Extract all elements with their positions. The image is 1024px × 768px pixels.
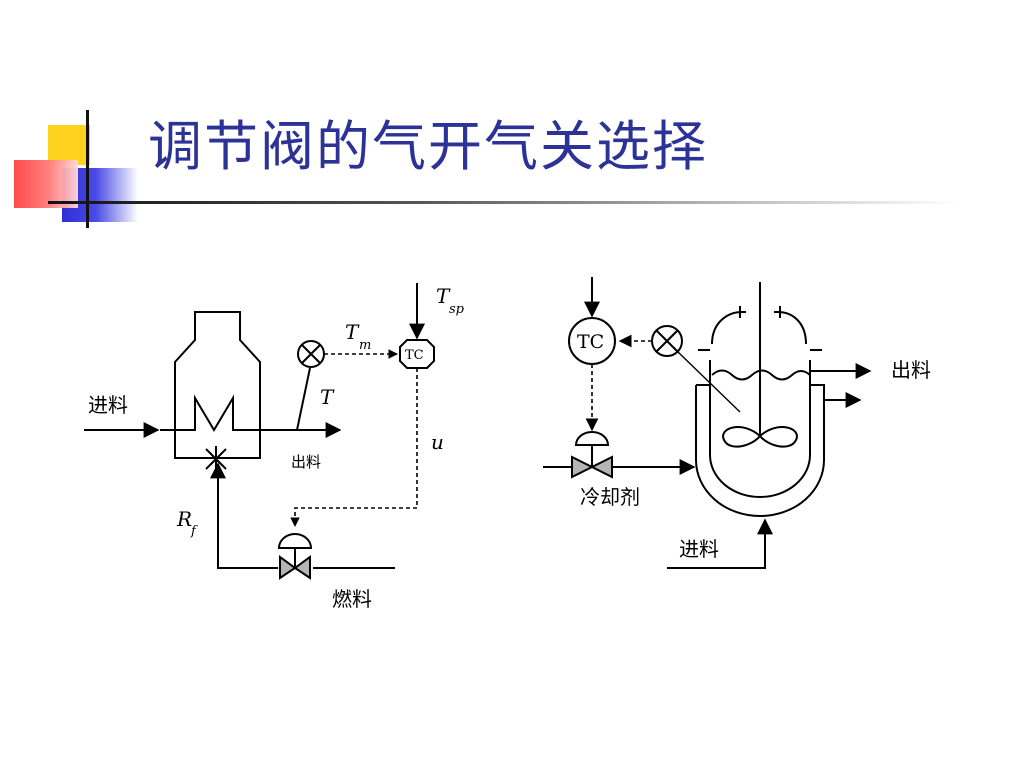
svg-text:R: R: [176, 507, 192, 531]
deco-yellow-square: [48, 125, 90, 165]
svg-text:m: m: [359, 338, 371, 353]
fuel-to-burner-line: [210, 462, 278, 569]
svg-text:T: T: [436, 284, 451, 308]
impeller-icon: [722, 426, 798, 448]
liquid-surface: [711, 369, 811, 381]
furnace-feed-in-label: 进料: [88, 393, 128, 417]
reactor-feed-in-line: [667, 518, 773, 569]
deco-vertical-line: [86, 110, 89, 228]
reactor-controller-label: TC: [577, 331, 604, 353]
reactor-dome-left: [711, 311, 746, 345]
fuel-control-valve: [277, 533, 313, 580]
symbol-Rf: R f: [176, 507, 198, 539]
reactor-diagram: [543, 277, 872, 569]
furnace-product-out-label: 出料: [291, 453, 321, 471]
deco-red-square: [14, 160, 78, 208]
symbol-Tsp: T sp: [436, 284, 465, 317]
reactor-jacket: [695, 384, 825, 517]
fuel-label: 燃料: [332, 587, 372, 611]
sensor-line: [296, 367, 311, 431]
title-rule: [48, 201, 960, 204]
reactor-feed-in-label: 进料: [679, 537, 719, 561]
furnace-body: [174, 311, 261, 459]
furnace-controller: [399, 339, 435, 369]
reactor-product-out-label: 出料: [891, 358, 931, 382]
svg-text:T: T: [345, 320, 360, 344]
symbol-T: T: [320, 385, 335, 409]
coolant-label: 冷却剂: [580, 485, 640, 509]
heating-coil: [160, 394, 260, 432]
symbol-Tm: T m: [345, 320, 371, 353]
coolant-control-valve: [571, 431, 613, 479]
furnace-controller-label: TC: [405, 348, 424, 363]
furnace-diagram: [84, 283, 435, 580]
svg-text:f: f: [190, 524, 198, 539]
controller-output-line: [290, 368, 418, 527]
svg-text:sp: sp: [449, 302, 465, 317]
reactor-dome-right: [774, 311, 807, 345]
reactor-sensor-line: [677, 351, 741, 413]
symbol-u: u: [431, 430, 444, 454]
reactor-vessel: [709, 360, 811, 498]
slide-title: 调节阀的气开气关选择: [148, 115, 708, 178]
